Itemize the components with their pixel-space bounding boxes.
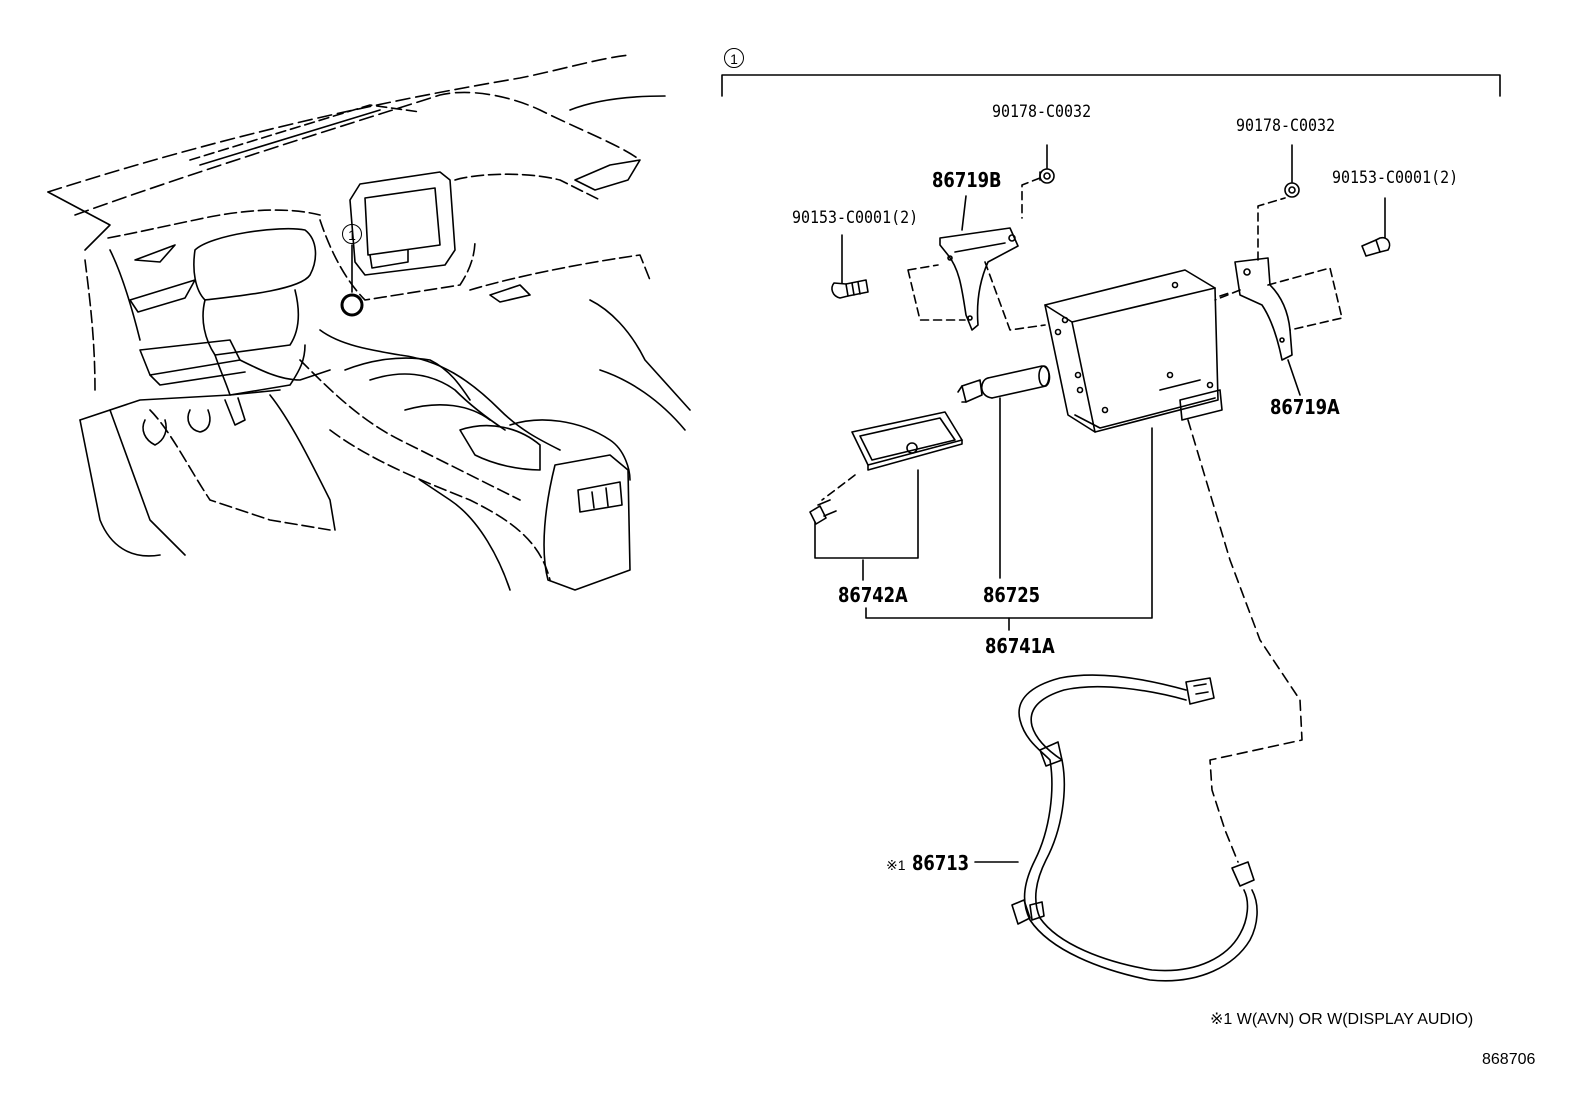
- label-86742A: 86742A: [838, 583, 908, 607]
- bracket-86719B: [939, 227, 1019, 331]
- lid-86742A: [851, 411, 963, 471]
- diagram-number: 868706: [1482, 1051, 1536, 1068]
- leader-86742A: [814, 469, 919, 559]
- assembly-bracket-line: [721, 74, 1501, 97]
- assembly-marker-circle: 1: [724, 48, 744, 68]
- dash-unit-to-harness: [1187, 419, 1303, 863]
- nut-90178-right: [1284, 182, 1300, 198]
- label-90153-right: 90153-C0001(2): [1332, 168, 1459, 188]
- footnote: ※1 W(AVN) OR W(DISPLAY AUDIO): [1210, 1011, 1474, 1028]
- label-90178-right: 90178-C0032: [1236, 116, 1336, 136]
- unit-86741A: [1044, 269, 1223, 433]
- dash-lid-screw: [821, 474, 856, 501]
- label-86713-prefix: ※1: [886, 857, 906, 873]
- label-86713: 86713: [912, 851, 970, 875]
- label-86719A: 86719A: [1270, 395, 1340, 419]
- dashboard-illustration: [47, 54, 691, 591]
- dash-right-bracket-unit: [1214, 289, 1241, 301]
- dash-bracket-to-unit: [984, 261, 1046, 331]
- location-marker-circle: 1: [342, 224, 362, 244]
- bracket-86719A: [1234, 257, 1293, 361]
- dash-90153-right: [1219, 267, 1343, 331]
- leader-86719B: [961, 195, 967, 231]
- screw-86742A: [809, 499, 837, 525]
- label-86719B: 86719B: [932, 168, 1002, 192]
- label-90178-left: 90178-C0032: [992, 102, 1092, 122]
- harness-86713: [1011, 674, 1258, 982]
- cylinder-86725: [957, 365, 1051, 403]
- label-90153-left: 90153-C0001(2): [792, 208, 919, 228]
- label-86741A: 86741A: [985, 634, 1055, 658]
- nut-90178-left: [1039, 168, 1055, 184]
- bolt-90153-left: [831, 279, 869, 299]
- leader-86719A: [1287, 359, 1301, 396]
- label-86725: 86725: [983, 583, 1041, 607]
- dash-90153-left: [907, 264, 966, 321]
- dash-90178-right: [1257, 197, 1286, 261]
- bolt-90153-right: [1361, 236, 1391, 257]
- dash-90178-left: [1021, 177, 1041, 219]
